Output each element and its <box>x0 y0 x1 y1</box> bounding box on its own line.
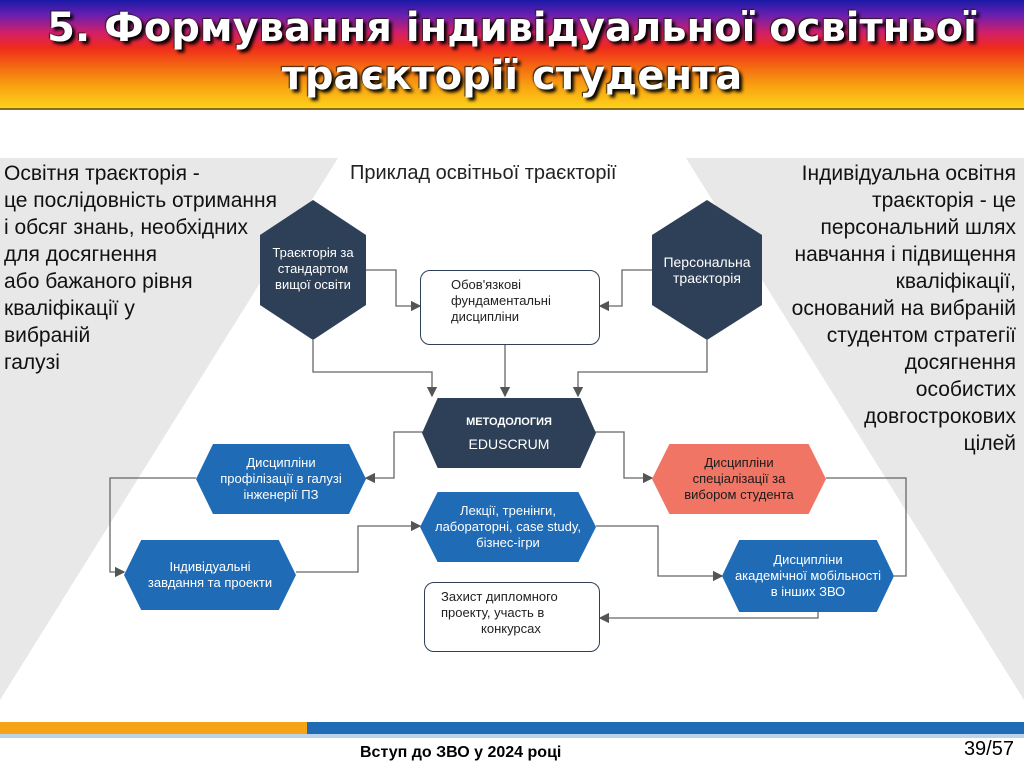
page-number: 39/57 <box>963 738 1014 760</box>
node-text: лабораторні, case study, <box>434 519 581 534</box>
node-text: академічної мобільності <box>734 568 882 583</box>
individual-tasks-node: Індивідуальні завдання та проекти <box>124 540 296 610</box>
methodology-name: EDUSCRUM <box>468 436 550 452</box>
left-definition-line: галузі <box>4 351 60 374</box>
right-definition: Індивідуальна освітня траєкторія - це пе… <box>776 160 1016 457</box>
node-text: Дисципліни <box>773 552 843 567</box>
right-definition-line: студентом стратегії <box>826 324 1016 347</box>
right-definition-line: Індивідуальна освітня <box>801 162 1016 185</box>
node-text: Лекції, тренінги, <box>460 503 556 518</box>
node-text: Індивідуальні <box>169 559 251 574</box>
node-text: проекту, участь в <box>441 605 545 620</box>
node-text: Обов'язкові <box>451 277 522 292</box>
node-text: завдання та проекти <box>147 575 273 590</box>
methodology-node: МЕТОДОЛОГИЯ EDUSCRUM <box>422 398 596 468</box>
slide-title-line-2: траєкторії студента <box>281 53 743 99</box>
node-text: Персональна <box>663 254 751 270</box>
title-banner: 5. Формування індивідуальної освітньої т… <box>0 0 1024 110</box>
right-definition-line: траєкторія - це <box>871 189 1016 212</box>
node-text: Траєкторія за <box>272 245 354 260</box>
node-text: стандартом <box>277 261 349 276</box>
thesis-defense-node: Захист дипломного проекту, участь в конк… <box>424 582 600 652</box>
mandatory-disciplines-node: Обов'язкові фундаментальні дисципліни <box>420 270 600 345</box>
right-definition-line: оснований на вибраній <box>791 297 1016 320</box>
node-text: вибором студента <box>684 487 794 502</box>
left-definition-line: вибраній <box>4 324 91 347</box>
left-definition-line: кваліфікації у <box>4 297 135 320</box>
node-text: вищої освіти <box>275 277 351 292</box>
diagram-heading: Приклад освітньої траєкторії <box>350 162 617 184</box>
right-definition-line: довгострокових <box>864 405 1016 428</box>
node-text: Дисципліни <box>246 455 316 470</box>
personal-trajectory-label: Персональна траєкторія <box>652 245 762 295</box>
footer-caption: Вступ до ЗВО у 2024 році <box>360 744 562 761</box>
left-definition-line: і обсяг знань, необхідних <box>4 216 248 239</box>
node-text: спеціалізації за <box>692 471 786 486</box>
right-definition-line: досягнення <box>904 351 1016 374</box>
node-text: в інших ЗВО <box>770 584 846 599</box>
node-text: бізнес-ігри <box>476 535 540 550</box>
standard-trajectory-label: Траєкторія за стандартом вищої освіти <box>260 240 366 298</box>
node-text: профілізації в галузі <box>220 471 342 486</box>
node-text: Захист дипломного <box>441 589 558 604</box>
node-text: траєкторія <box>673 270 741 286</box>
left-definition: Освітня траєкторія - це послідовність от… <box>4 160 284 376</box>
lectures-node: Лекції, тренінги, лабораторні, case stud… <box>420 492 596 562</box>
right-definition-line: цілей <box>963 432 1016 455</box>
left-definition-line: Освітня траєкторія - <box>4 162 200 185</box>
right-definition-line: особистих <box>915 378 1016 401</box>
node-text: Дисципліни <box>704 455 774 470</box>
footer-stripe <box>0 722 1024 734</box>
left-definition-line: для досягнення <box>4 243 158 266</box>
node-text: конкурсах <box>481 621 541 636</box>
profiling-disciplines-node: Дисципліни профілізації в галузі інженер… <box>196 444 366 514</box>
node-text: дисципліни <box>451 309 520 324</box>
specialization-disciplines-node: Дисципліни спеціалізації за вибором студ… <box>652 444 826 514</box>
right-definition-line: кваліфікації, <box>895 270 1016 293</box>
methodology-label: МЕТОДОЛОГИЯ <box>466 416 552 428</box>
node-text: інженерії ПЗ <box>243 487 319 502</box>
left-definition-line: або бажаного рівня <box>4 270 193 293</box>
footer-stripe-light <box>0 734 1024 738</box>
right-definition-line: персональний шлях <box>820 216 1016 239</box>
node-text: фундаментальні <box>451 293 551 308</box>
slide-title-line-1: 5. Формування індивідуальної освітньої <box>47 5 977 51</box>
right-definition-line: навчання і підвищення <box>794 243 1016 266</box>
academic-mobility-node: Дисципліни академічної мобільності в інш… <box>722 540 894 612</box>
left-definition-line: це послідовність отримання <box>4 189 277 212</box>
